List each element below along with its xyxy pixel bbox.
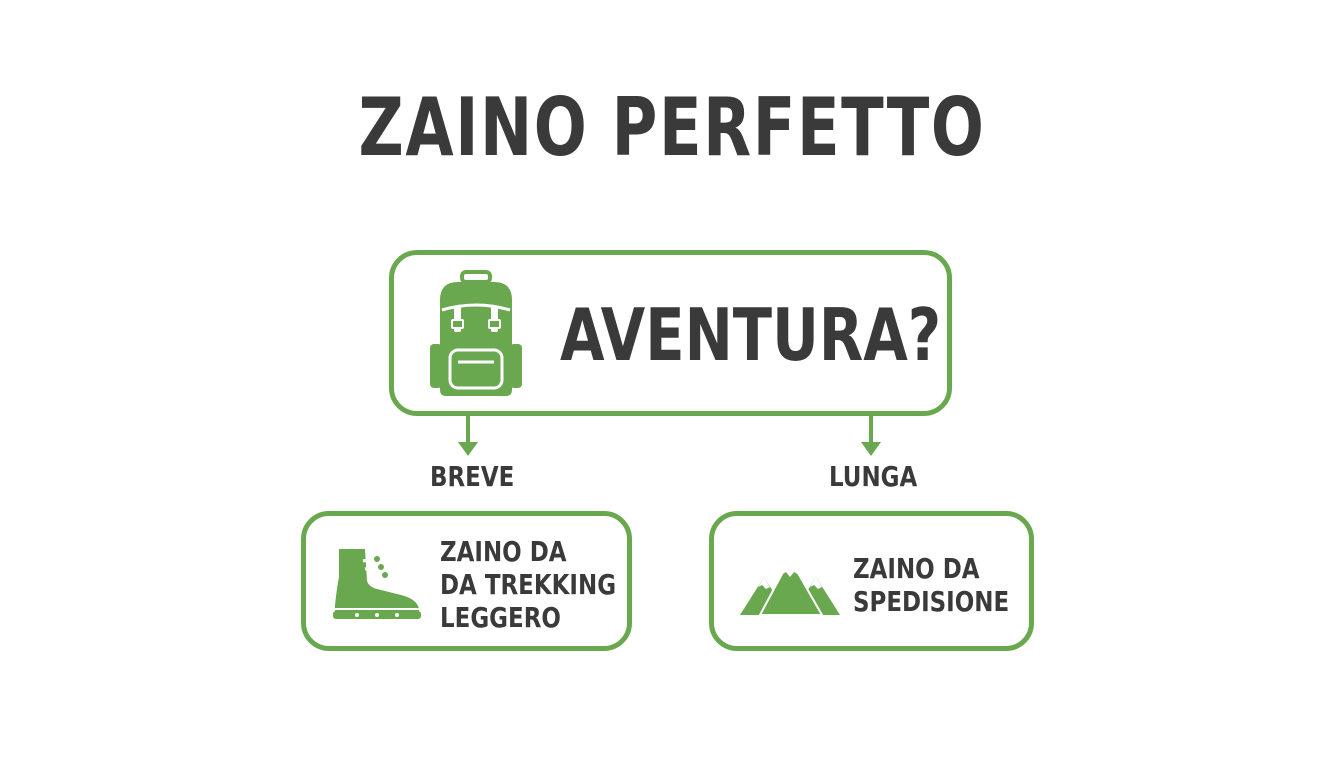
result-box-expedition: ZAINO DA SPEDISIONE — [709, 511, 1034, 651]
branch-label-breve: BREVE — [430, 460, 515, 493]
hiking-boot-icon — [333, 549, 421, 619]
result-line: LEGGERO — [440, 601, 561, 634]
result-line: ZAINO DA — [853, 552, 980, 585]
result-text-expedition: ZAINO DA SPEDISIONE — [853, 552, 1009, 618]
result-line: SPEDISIONE — [853, 585, 1010, 618]
result-line: DA TREKKING — [440, 568, 617, 601]
result-box-light-trekking: ZAINO DA DA TREKKING LEGGERO — [301, 511, 632, 651]
result-line: ZAINO DA — [440, 535, 567, 568]
mountains-icon — [740, 556, 840, 616]
question-label: AVENTURA? — [560, 293, 942, 377]
diagram-title: ZAINO PERFETTO — [358, 81, 986, 174]
result-text-light-trekking: ZAINO DA DA TREKKING LEGGERO — [440, 535, 616, 634]
question-box: AVENTURA? — [389, 250, 952, 416]
arrow-right — [861, 416, 881, 456]
backpack-icon — [430, 270, 522, 396]
arrow-left — [458, 416, 478, 456]
branch-label-lunga: LUNGA — [829, 460, 918, 493]
